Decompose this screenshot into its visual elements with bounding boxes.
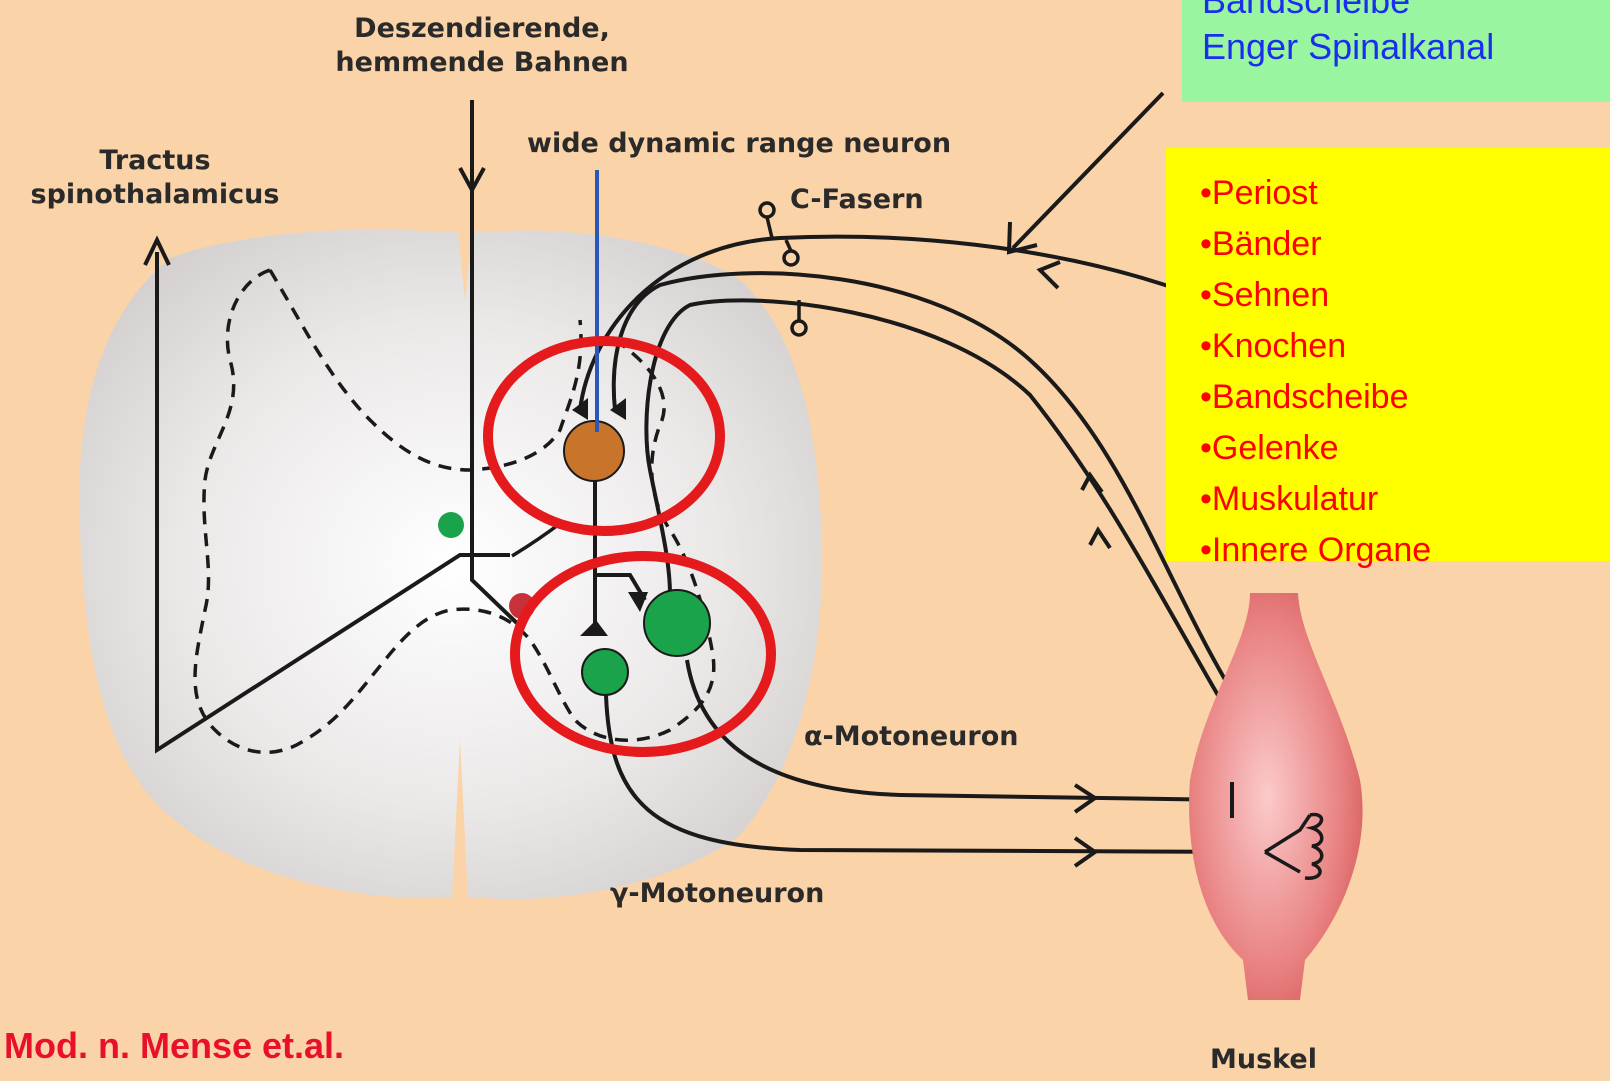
tissue-item-label: Bänder: [1212, 225, 1322, 263]
tissue-item: •Bandscheibe: [1200, 372, 1610, 423]
wdr-neuron-cell: [564, 421, 624, 481]
tissue-list-box: •Periost •Bänder •Sehnen •Knochen •Bands…: [1166, 148, 1610, 561]
tissue-item: •Periost: [1200, 168, 1610, 219]
gamma-motoneuron-label: γ-Motoneuron: [610, 877, 824, 911]
green-callout-box: Bandscheibe Enger Spinalkanal: [1182, 0, 1610, 102]
bullet: •: [1200, 429, 1212, 467]
c-fiber-ganglion-1-stem: [767, 217, 772, 238]
muscle-label: Muskel: [1210, 1043, 1317, 1077]
bullet: •: [1200, 378, 1212, 416]
tissue-item-label: Bandscheibe: [1212, 378, 1409, 416]
tractus-line-2: spinothalamicus: [2, 178, 308, 212]
tissue-item: •Gelenke: [1200, 423, 1610, 474]
bullet: •: [1200, 531, 1212, 569]
c-fiber-ganglion-3: [792, 321, 806, 335]
tissue-item-label: Innere Organe: [1212, 531, 1431, 569]
bullet: •: [1200, 225, 1212, 263]
alpha-motoneuron-label: α-Motoneuron: [804, 720, 1018, 754]
tissue-item-label: Knochen: [1212, 327, 1346, 365]
tissue-item: •Sehnen: [1200, 270, 1610, 321]
green-box-line-2: Enger Spinalkanal: [1202, 24, 1610, 70]
afferent-arrow-1: [1040, 262, 1060, 288]
c-fiber-ganglion-2: [784, 251, 798, 265]
muscle-shape: [1189, 593, 1362, 1000]
afferent-arrow-3: [1090, 530, 1110, 548]
tissue-item: •Muskulatur: [1200, 474, 1610, 525]
tractus-label: Tractus spinothalamicus: [2, 144, 308, 212]
gamma-motoneuron-cell: [582, 649, 628, 695]
bullet: •: [1200, 327, 1212, 365]
bullet: •: [1200, 174, 1212, 212]
tractus-line-1: Tractus: [2, 144, 308, 178]
descending-tracts-line-2: hemmende Bahnen: [320, 46, 644, 80]
wdr-neuron-label: wide dynamic range neuron: [527, 127, 951, 161]
tissue-item-label: Sehnen: [1212, 276, 1329, 314]
tissue-list: •Periost •Bänder •Sehnen •Knochen •Bands…: [1200, 168, 1610, 576]
tissue-item: •Knochen: [1200, 321, 1610, 372]
alpha-motoneuron-cell: [644, 590, 710, 656]
tissue-item: •Bänder: [1200, 219, 1610, 270]
bullet: •: [1200, 276, 1212, 314]
tissue-item-label: Gelenke: [1212, 429, 1339, 467]
citation: Mod. n. Mense et.al.: [4, 1024, 344, 1068]
green-box-arrow-line: [1013, 93, 1163, 248]
tissue-item-label: Muskulatur: [1212, 480, 1378, 518]
descending-tracts-line-1: Deszendierende,: [320, 12, 644, 46]
bullet: •: [1200, 480, 1212, 518]
c-fiber-ganglion-1: [760, 203, 774, 217]
green-box-line-1: Bandscheibe: [1202, 0, 1610, 24]
tissue-item-label: Periost: [1212, 174, 1318, 212]
tissue-item: •Innere Organe: [1200, 525, 1610, 576]
c-fibers-label: C-Fasern: [790, 183, 924, 217]
descending-tracts-label: Deszendierende, hemmende Bahnen: [320, 12, 644, 80]
spinal-cord-cross-section: [79, 229, 822, 899]
c-fiber-ganglion-2-stem: [786, 240, 791, 251]
interneuron-cell: [438, 512, 464, 538]
